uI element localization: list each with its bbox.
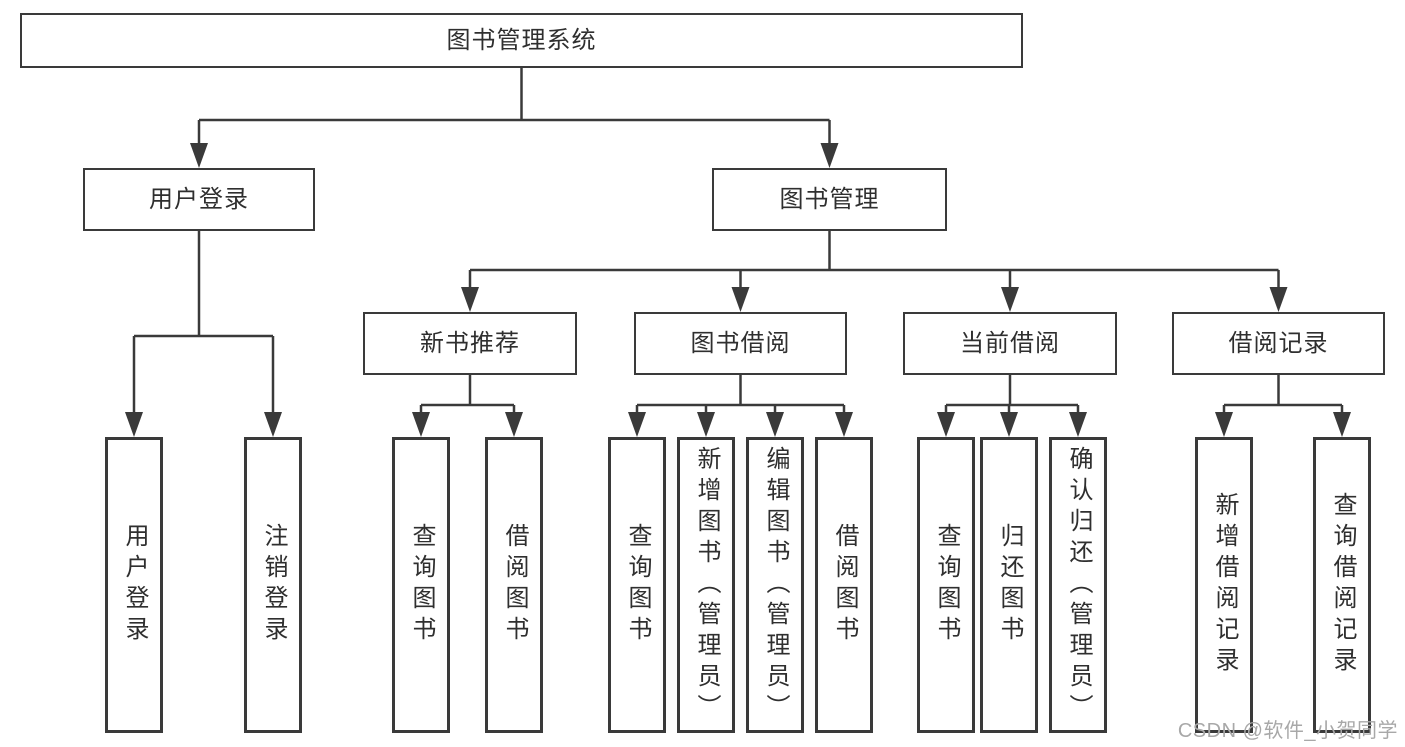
node-current-borrow: 当前借阅 [903, 312, 1117, 375]
node-label: 用户登录 [121, 523, 148, 647]
node-logout: 注销登录 [244, 437, 302, 733]
arrowhead-icon [190, 143, 208, 168]
node-label: 当前借阅 [960, 329, 1060, 357]
node-bb-add-books: 新增图书（管理员） [677, 437, 735, 733]
arrowhead-icon [505, 412, 523, 437]
node-label: 图书借阅 [690, 329, 791, 357]
arrowhead-icon [628, 412, 646, 437]
arrowhead-icon [835, 412, 853, 437]
arrowhead-icon [697, 412, 715, 437]
node-label: 用户登录 [149, 185, 249, 213]
arrowhead-icon [820, 143, 839, 168]
node-label: 确认归还（管理员） [1065, 445, 1092, 725]
node-br-query-record: 查询借阅记录 [1313, 437, 1371, 733]
node-rec-borrow-books: 借阅图书 [485, 437, 543, 733]
node-label: 编辑图书（管理员） [762, 445, 789, 725]
node-label: 借阅图书 [831, 523, 858, 647]
node-book-mgmt: 图书管理 [712, 168, 947, 231]
node-br-add-record: 新增借阅记录 [1195, 437, 1253, 733]
arrowhead-icon [1069, 412, 1087, 437]
arrowhead-icon [937, 412, 955, 437]
arrowhead-icon [461, 287, 479, 312]
arrowhead-icon [412, 412, 430, 437]
arrowhead-icon [125, 412, 143, 437]
node-bb-edit-books: 编辑图书（管理员） [746, 437, 804, 733]
arrowhead-icon [1215, 412, 1233, 437]
node-label: 借阅图书 [501, 523, 528, 647]
arrowhead-icon [264, 412, 282, 437]
watermark: CSDN @软件_小贺同学 [1177, 720, 1398, 742]
node-user-login: 用户登录 [83, 168, 315, 231]
arrowhead-icon [1000, 412, 1018, 437]
arrowhead-icon [1269, 287, 1288, 312]
node-cb-return-books: 归还图书 [980, 437, 1038, 733]
node-label: 查询借阅记录 [1329, 492, 1356, 678]
node-cb-confirm-return: 确认归还（管理员） [1049, 437, 1107, 733]
node-label: 查询图书 [624, 523, 651, 647]
node-bb-borrow-books: 借阅图书 [815, 437, 873, 733]
node-bb-query-books: 查询图书 [608, 437, 666, 733]
node-label: 新增借阅记录 [1211, 492, 1238, 678]
arrowhead-icon [731, 287, 750, 312]
node-label: 归还图书 [996, 523, 1023, 647]
node-root: 图书管理系统 [20, 13, 1023, 68]
node-book-borrow: 图书借阅 [634, 312, 847, 375]
arrowhead-icon [766, 412, 784, 437]
node-label: 新书推荐 [420, 329, 520, 357]
node-new-book-rec: 新书推荐 [363, 312, 577, 375]
node-label: 注销登录 [260, 523, 287, 647]
node-login: 用户登录 [105, 437, 163, 733]
arrowhead-icon [1333, 412, 1351, 437]
node-label: 图书管理 [779, 185, 880, 213]
node-label: 查询图书 [933, 523, 960, 647]
node-label: 新增图书（管理员） [693, 445, 720, 725]
arrowhead-icon [1001, 287, 1019, 312]
node-label: 查询图书 [408, 523, 435, 647]
node-borrow-records: 借阅记录 [1172, 312, 1385, 375]
node-label: 图书管理系统 [446, 26, 597, 54]
node-cb-query-books: 查询图书 [917, 437, 975, 733]
node-rec-query-books: 查询图书 [392, 437, 450, 733]
node-label: 借阅记录 [1228, 329, 1329, 357]
